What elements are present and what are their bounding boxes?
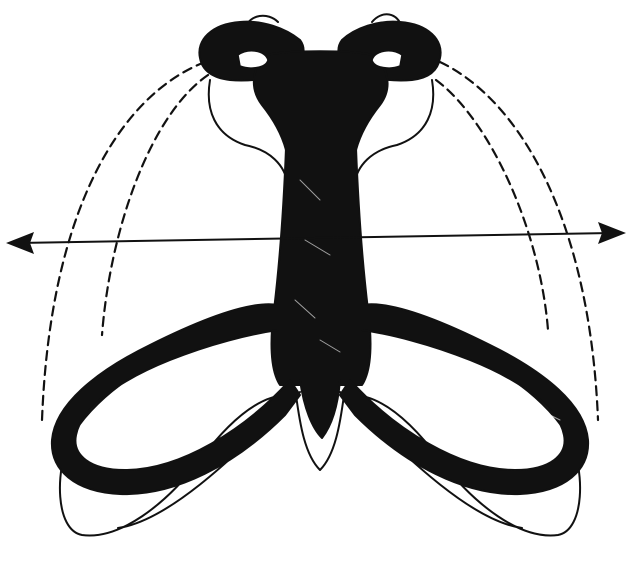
skeleton-solid [52,22,588,494]
arrow-head-right [598,222,626,244]
sternum [272,148,371,385]
rib-right [340,304,588,494]
arrow-head-left [6,232,34,254]
expansion-arc-dashed-left-inner [102,75,208,335]
clavicle-hollow-right [372,51,402,68]
expansion-arc-dashed-right-inner [436,80,548,330]
xiphoid-process [300,380,340,438]
manubrium [254,51,388,150]
clavicle-hollow-left [238,51,268,68]
rib-left [52,304,300,494]
